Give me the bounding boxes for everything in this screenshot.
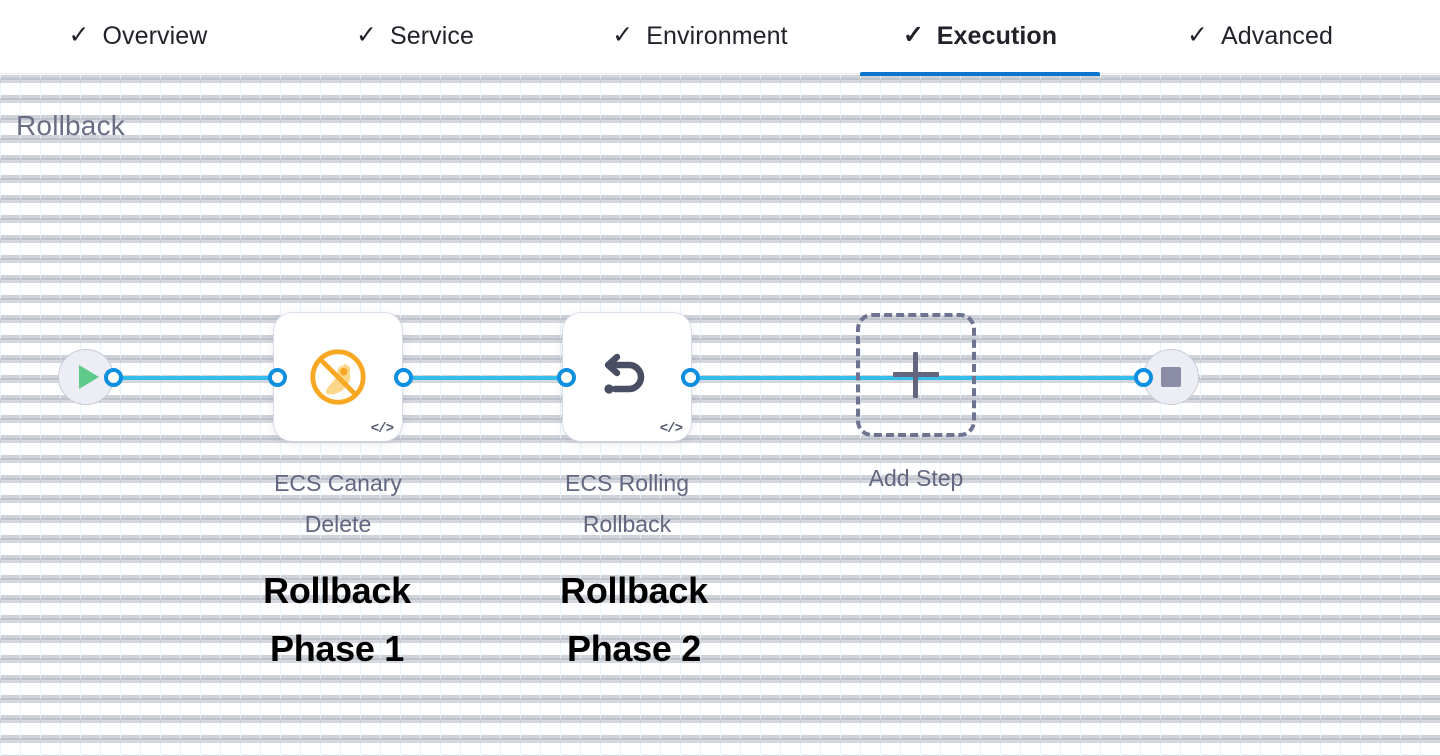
tab-label: Execution — [936, 22, 1058, 50]
check-icon: ✓ — [68, 21, 90, 49]
check-icon: ✓ — [612, 21, 634, 49]
stage-tab-bar: ✓ Overview ✓ Service ✓ Environment ✓ Exe… — [0, 0, 1440, 76]
tab-advanced[interactable]: ✓ Advanced — [1150, 0, 1370, 74]
section-title-rollback: Rollback — [16, 110, 125, 141]
check-icon: ✓ — [902, 21, 924, 49]
step-node-ecs-canary-delete[interactable]: </> — [274, 313, 402, 441]
annotation-rollback-phase-1: Rollback Phase 1 — [263, 570, 411, 670]
connector-dot-canary-input[interactable] — [268, 368, 287, 387]
annotation-rollback-phase-2: Rollback Phase 2 — [560, 570, 708, 670]
tab-label: Service — [389, 22, 474, 50]
add-step-button[interactable] — [856, 313, 976, 437]
ecs-canary-delete-icon — [310, 349, 366, 405]
code-icon[interactable]: </> — [370, 421, 394, 437]
add-step-label: Add Step — [868, 465, 964, 491]
tab-label: Advanced — [1220, 22, 1333, 50]
tab-active-indicator — [860, 71, 1100, 76]
connector-line-canary-to-rolling — [396, 376, 574, 380]
tab-service[interactable]: ✓ Service — [330, 0, 500, 74]
play-icon — [79, 365, 99, 389]
connector-dot-rolling-input[interactable] — [557, 368, 576, 387]
check-icon: ✓ — [1187, 21, 1208, 49]
ecs-rolling-rollback-icon — [604, 353, 645, 394]
connector-dot-end-input[interactable] — [1134, 368, 1153, 387]
step-label-ecs-rolling-rollback: ECS Rolling Rollback — [565, 470, 689, 538]
stop-icon — [1161, 367, 1181, 387]
connector-line-start-to-canary — [108, 376, 288, 380]
tab-overview[interactable]: ✓ Overview — [40, 0, 236, 74]
tab-environment[interactable]: ✓ Environment — [580, 0, 820, 74]
connector-dot-start-output[interactable] — [104, 368, 123, 387]
pipeline-canvas[interactable] — [0, 75, 1440, 756]
step-label-ecs-canary-delete: ECS Canary Delete — [274, 470, 402, 538]
tab-label: Environment — [646, 22, 788, 50]
pipeline-end-node[interactable] — [1143, 349, 1199, 405]
connector-dot-rolling-output[interactable] — [681, 368, 700, 387]
check-icon: ✓ — [355, 21, 377, 49]
connector-dot-canary-output[interactable] — [394, 368, 413, 387]
tab-label: Overview — [102, 22, 208, 50]
plus-icon — [893, 352, 939, 398]
code-icon[interactable]: </> — [659, 421, 683, 437]
rollback-flow-graph: </> </> ECS Canary Delete ECS Rollin — [0, 75, 1440, 756]
tab-execution[interactable]: ✓ Execution — [860, 0, 1100, 76]
step-node-ecs-rolling-rollback[interactable]: </> — [563, 313, 691, 441]
